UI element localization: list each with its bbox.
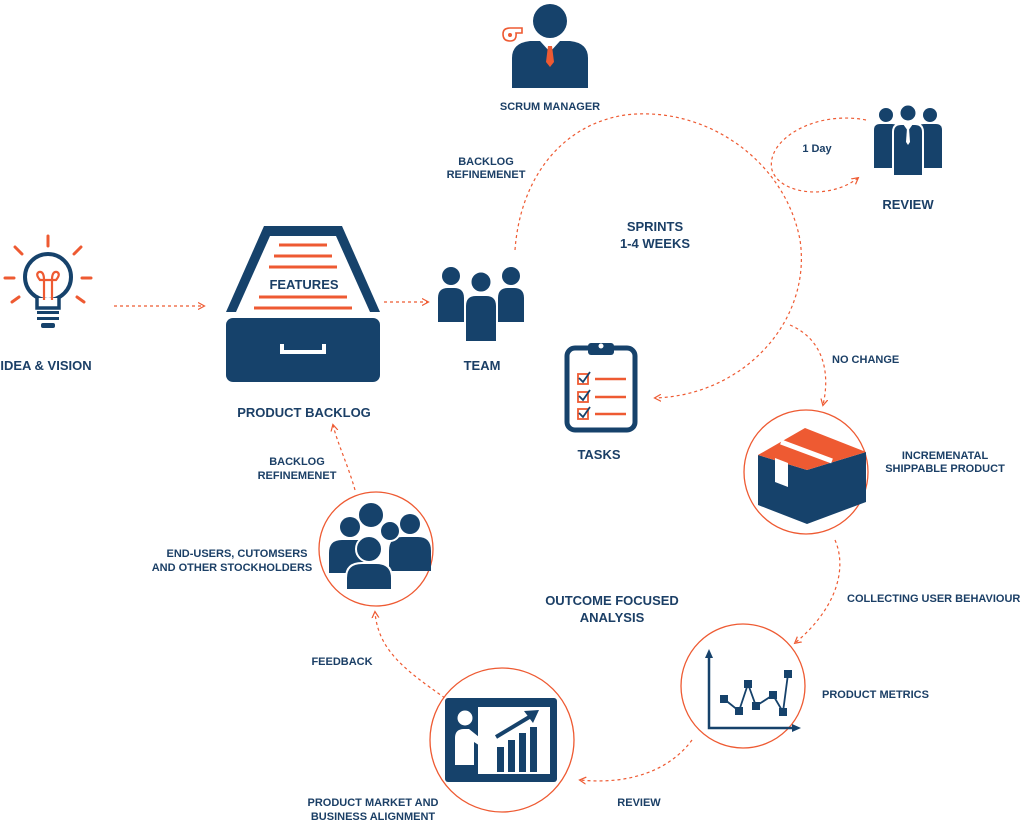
end-users-label-line1: END-USERS, CUTOMSERS [167,548,308,560]
clipboard-tasks-icon [564,343,638,433]
idea-vision-label: IDEA & VISION [0,358,91,373]
outcome-label-line2: ANALYSIS [580,610,645,625]
product-backlog-label: PRODUCT BACKLOG [237,405,371,420]
chart-ring [680,623,806,749]
sprints-label-line1: SPRINTS [627,219,684,234]
end-users-label-line2: AND OTHER STOCKHOLDERS [152,562,313,574]
backlog-refinement-top-line1: BACKLOG [458,156,514,168]
scrum-manager-icon [512,4,588,88]
product-metrics-label: PRODUCT METRICS [822,689,929,701]
sprints-label-line2: 1-4 WEEKS [620,236,690,251]
review-top-label: REVIEW [882,197,934,212]
box-icon [758,428,866,524]
collecting-label: COLLECTING USER BEHAVIOUR [847,593,1020,605]
presentation-icon [445,698,557,782]
incremental-label-line2: SHIPPABLE PRODUCT [885,463,1005,475]
market-label-line2: BUSINESS ALIGNMENT [311,811,436,822]
chart-icon [705,649,801,732]
review-bottom-label: REVIEW [617,797,661,809]
crowd-icon [329,501,431,591]
daily-review-loop [770,117,867,193]
no-change-label: NO CHANGE [832,354,899,366]
review-team-icon [874,103,942,177]
backlog-refinement-left-line2: REFINEMENET [258,470,337,482]
arrow-review-bottom [580,739,693,781]
backlog-refinement-left-line1: BACKLOG [269,456,325,468]
scrum-manager-label: SCRUM MANAGER [500,101,600,113]
team-label: TEAM [464,358,501,373]
arrow-no-change [789,324,826,405]
sprint-loop [514,113,802,398]
connectors [114,113,867,781]
feedback-label: FEEDBACK [311,656,372,668]
team-icon [438,267,524,343]
market-label-line1: PRODUCT MARKET AND [308,797,439,809]
backlog-drawer-icon [226,226,380,382]
tasks-label: TASKS [577,447,620,462]
arrow-collecting [795,539,841,643]
features-label: FEATURES [269,277,338,292]
arrow-feedback [375,612,446,699]
arrow-refinement-left [333,425,356,491]
one-day-label: 1 Day [802,143,832,155]
incremental-label-line1: INCREMENATAL [902,450,989,462]
lightbulb-icon [3,234,93,328]
outcome-label-line1: OUTCOME FOCUSED [545,593,679,608]
backlog-refinement-top-line2: REFINEMENET [447,169,526,181]
whistle-icon [502,27,523,42]
